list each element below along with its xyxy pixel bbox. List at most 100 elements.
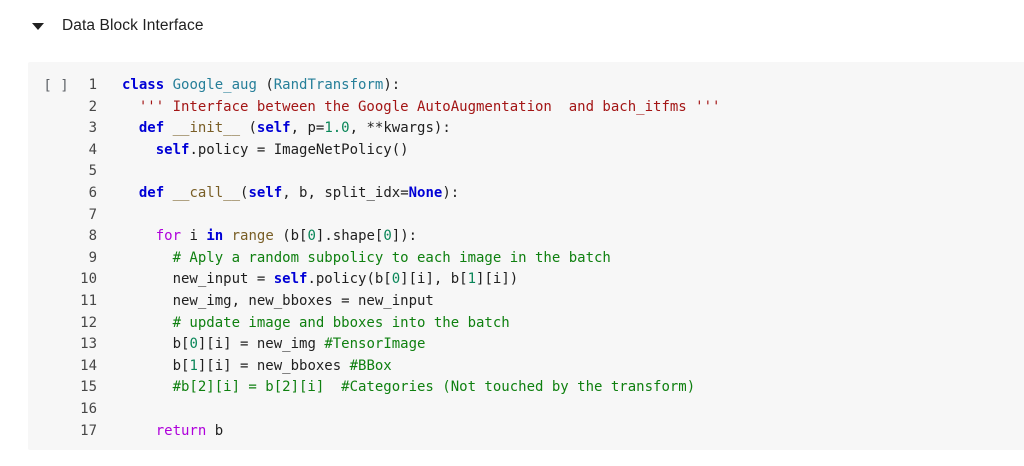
code-line: 8 for i in range (b[0].shape[0]):	[28, 226, 1024, 248]
line-number: 6	[88, 184, 97, 201]
code-line-content: class Google_aug (RandTransform):	[122, 75, 400, 97]
code-token	[122, 228, 156, 244]
run-cell-button[interactable]: [ ]	[43, 78, 69, 94]
code-line-content: #b[2][i] = b[2][i] #Categories (Not touc…	[122, 377, 696, 399]
code-line: 4 self.policy = ImageNetPolicy()	[28, 140, 1024, 162]
code-line: 6 def __call__(self, b, split_idx=None):	[28, 183, 1024, 205]
line-number: 5	[88, 163, 97, 180]
code-line-content: # Aply a random subpolicy to each image …	[122, 248, 611, 270]
code-line: 15 #b[2][i] = b[2][i] #Categories (Not t…	[28, 377, 1024, 399]
code-token: , p=	[290, 120, 325, 137]
code-token: .policy(b[	[307, 271, 392, 288]
code-token: None	[408, 184, 443, 201]
section-title: Data Block Interface	[62, 17, 204, 34]
code-token: , b, split_idx=	[282, 184, 409, 201]
code-token: ].shape[	[315, 228, 384, 245]
code-line: 3 def __init__ (self, p=1.0, **kwargs):	[28, 118, 1024, 140]
code-token: (	[240, 184, 249, 201]
code-token	[122, 423, 156, 439]
code-token: for	[155, 228, 182, 245]
code-token: Google_aug	[172, 77, 257, 93]
code-line-content: new_img, new_bboxes = new_input	[122, 291, 434, 313]
line-number: 13	[80, 336, 97, 353]
code-token: (	[256, 77, 274, 93]
code-token: i	[181, 228, 207, 245]
code-token: class	[122, 77, 165, 93]
code-token: , **kwargs):	[349, 120, 451, 137]
code-line: 16	[28, 399, 1024, 421]
line-number: 12	[80, 314, 97, 331]
line-number: 2	[88, 98, 97, 115]
code-token: 0	[189, 336, 198, 353]
code-token	[122, 185, 139, 201]
code-token: 1.0	[324, 120, 350, 137]
code-token: ][i] = new_bboxes	[197, 357, 350, 374]
code-token: ][i], b[	[400, 271, 468, 288]
code-line: 17 return b	[28, 421, 1024, 443]
code-line-content: ''' Interface between the Google AutoAug…	[122, 97, 721, 119]
code-token: self	[256, 120, 291, 137]
code-token: b[	[122, 357, 190, 374]
code-token: return	[155, 422, 207, 439]
collapse-caret-icon[interactable]	[28, 16, 48, 36]
code-token: 1	[467, 271, 477, 288]
code-token	[122, 120, 139, 136]
code-line: 11 new_img, new_bboxes = new_input	[28, 291, 1024, 313]
code-token: (b[	[273, 228, 308, 245]
line-number: 4	[88, 141, 97, 158]
line-number: 17	[80, 422, 97, 439]
code-line: 12 # update image and bboxes into the ba…	[28, 313, 1024, 335]
code-token: b	[206, 422, 224, 439]
code-token: 1	[189, 357, 198, 374]
code-line-content: b[1][i] = new_bboxes #BBox	[122, 356, 392, 378]
code-line-content: def __call__(self, b, split_idx=None):	[122, 183, 459, 205]
code-line-content: # update image and bboxes into the batch	[122, 313, 510, 335]
code-line-content: new_input = self.policy(b[0][i], b[1][i]…	[122, 269, 519, 291]
code-token: .policy = ImageNetPolicy()	[189, 141, 409, 158]
code-line: 5	[28, 161, 1024, 183]
code-line: 2 ''' Interface between the Google AutoA…	[28, 97, 1024, 119]
line-number: 16	[80, 400, 97, 417]
line-number: 3	[88, 120, 97, 137]
code-line: 7	[28, 205, 1024, 227]
code-line-content: return b	[122, 421, 223, 443]
line-number: 10	[80, 271, 97, 288]
code-line: 13 b[0][i] = new_img #TensorImage	[28, 334, 1024, 356]
code-token: self	[273, 271, 308, 288]
line-number: 9	[88, 249, 97, 266]
code-token: ][i])	[476, 271, 519, 288]
code-token: # Aply a random subpolicy to each image …	[122, 249, 611, 266]
line-number: 14	[80, 357, 97, 374]
code-token: ]):	[391, 228, 418, 245]
code-token: #BBox	[349, 357, 392, 374]
code-token: in	[206, 228, 224, 245]
code-token	[223, 228, 231, 244]
code-token	[164, 77, 172, 93]
caret-down-icon	[32, 22, 44, 30]
code-token: b[	[122, 336, 190, 353]
code-token: RandTransform	[273, 77, 384, 93]
code-line-content: def __init__ (self, p=1.0, **kwargs):	[122, 118, 451, 140]
code-token: def	[138, 120, 165, 137]
code-line-content: for i in range (b[0].shape[0]):	[122, 226, 417, 248]
code-token: #TensorImage	[324, 336, 426, 353]
code-token: ):	[383, 77, 401, 93]
code-token: (	[240, 120, 257, 137]
code-token: new_img, new_bboxes = new_input	[122, 292, 434, 309]
code-token	[164, 185, 172, 201]
line-number: 15	[80, 379, 97, 396]
code-line-content: b[0][i] = new_img #TensorImage	[122, 334, 426, 356]
code-token: # update image and bboxes into the batch	[122, 314, 510, 331]
code-token: __call__	[172, 184, 241, 201]
code-token: __init__	[172, 120, 241, 137]
code-token: self	[155, 141, 190, 158]
code-token: new_input =	[122, 271, 274, 288]
line-number: 7	[88, 206, 97, 223]
line-number: 8	[88, 228, 97, 245]
code-token	[122, 142, 156, 158]
code-token: ):	[442, 184, 460, 201]
